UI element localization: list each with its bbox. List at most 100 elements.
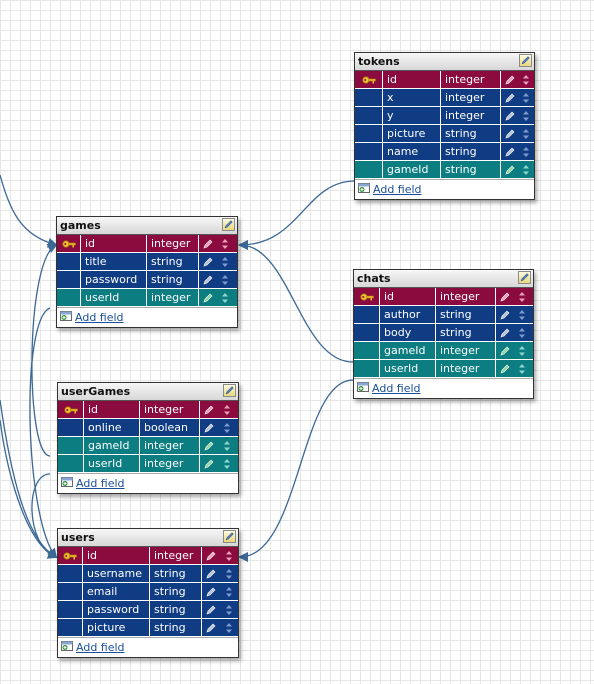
sort-arrows-icon[interactable] <box>522 92 530 104</box>
field-key-cell <box>354 324 380 341</box>
sort-arrows-icon[interactable] <box>225 550 233 562</box>
field-name: userId <box>81 289 147 306</box>
sort-arrows-icon[interactable] <box>522 74 530 86</box>
sort-arrows-icon[interactable] <box>522 128 530 140</box>
table-games-header[interactable]: games <box>57 217 237 235</box>
sort-arrows-icon[interactable] <box>223 404 231 416</box>
table-edit-icon[interactable] <box>222 218 235 231</box>
field-actions <box>496 360 530 377</box>
pencil-icon[interactable] <box>500 292 510 302</box>
pencil-icon[interactable] <box>206 551 216 561</box>
table-usergames-header[interactable]: userGames <box>58 383 238 401</box>
field-type: integer <box>147 235 199 252</box>
pencil-icon[interactable] <box>203 257 213 267</box>
pencil-icon[interactable] <box>500 364 510 374</box>
table-chats-header[interactable]: chats <box>354 270 533 288</box>
pencil-icon[interactable] <box>505 165 515 175</box>
sort-arrows-icon[interactable] <box>225 586 233 598</box>
sort-arrows-icon[interactable] <box>518 363 526 375</box>
sort-arrows-icon[interactable] <box>225 604 233 616</box>
add-field-link[interactable]: Add field <box>373 183 422 196</box>
pencil-icon[interactable] <box>204 423 214 433</box>
pencil-icon[interactable] <box>206 569 216 579</box>
add-field-link[interactable]: Add field <box>372 382 421 395</box>
pencil-icon[interactable] <box>505 75 515 85</box>
pencil-icon[interactable] <box>500 310 510 320</box>
sort-arrows-icon[interactable] <box>522 146 530 158</box>
sort-arrows-icon[interactable] <box>223 458 231 470</box>
table-edit-icon[interactable] <box>223 530 236 543</box>
pencil-icon[interactable] <box>203 275 213 285</box>
pencil-icon[interactable] <box>204 459 214 469</box>
table-edit-icon[interactable] <box>519 54 532 67</box>
sort-arrows-icon[interactable] <box>221 238 229 250</box>
sort-arrows-icon[interactable] <box>221 256 229 268</box>
pencil-icon[interactable] <box>206 587 216 597</box>
table-tokens-header[interactable]: tokens <box>355 53 534 71</box>
field-actions <box>496 306 530 323</box>
table-users-header[interactable]: users <box>58 529 238 547</box>
sort-arrows-icon[interactable] <box>225 568 233 580</box>
add-field-link[interactable]: Add field <box>75 311 124 324</box>
pencil-icon[interactable] <box>203 239 213 249</box>
pencil-icon[interactable] <box>505 147 515 157</box>
sort-arrows-icon[interactable] <box>518 327 526 339</box>
sort-arrows-icon[interactable] <box>522 110 530 122</box>
pencil-icon[interactable] <box>500 346 510 356</box>
pencil-icon[interactable] <box>206 623 216 633</box>
sort-arrows-icon[interactable] <box>522 164 530 176</box>
sort-arrows-icon[interactable] <box>221 292 229 304</box>
field-type: string <box>441 125 501 142</box>
add-field-icon <box>61 641 76 654</box>
pencil-icon[interactable] <box>500 328 510 338</box>
sort-arrows-icon[interactable] <box>225 622 233 634</box>
sort-arrows-icon[interactable] <box>223 422 231 434</box>
table-edit-icon[interactable] <box>518 271 531 284</box>
pencil-icon[interactable] <box>206 605 216 615</box>
sort-arrows-icon[interactable] <box>518 309 526 321</box>
sort-arrows-icon[interactable] <box>221 274 229 286</box>
key-icon <box>63 551 77 560</box>
table-edit-icon[interactable] <box>223 384 236 397</box>
sort-arrows-icon[interactable] <box>518 345 526 357</box>
add-field-link[interactable]: Add field <box>76 641 125 654</box>
pencil-icon[interactable] <box>505 129 515 139</box>
pencil-icon[interactable] <box>204 405 214 415</box>
add-field-link[interactable]: Add field <box>76 477 125 490</box>
pencil-icon[interactable] <box>505 111 515 121</box>
pencil-icon[interactable] <box>505 93 515 103</box>
sort-arrows-icon[interactable] <box>223 440 231 452</box>
pencil-icon[interactable] <box>203 293 213 303</box>
pencil-icon[interactable] <box>204 441 214 451</box>
sort-arrows-icon[interactable] <box>518 291 526 303</box>
